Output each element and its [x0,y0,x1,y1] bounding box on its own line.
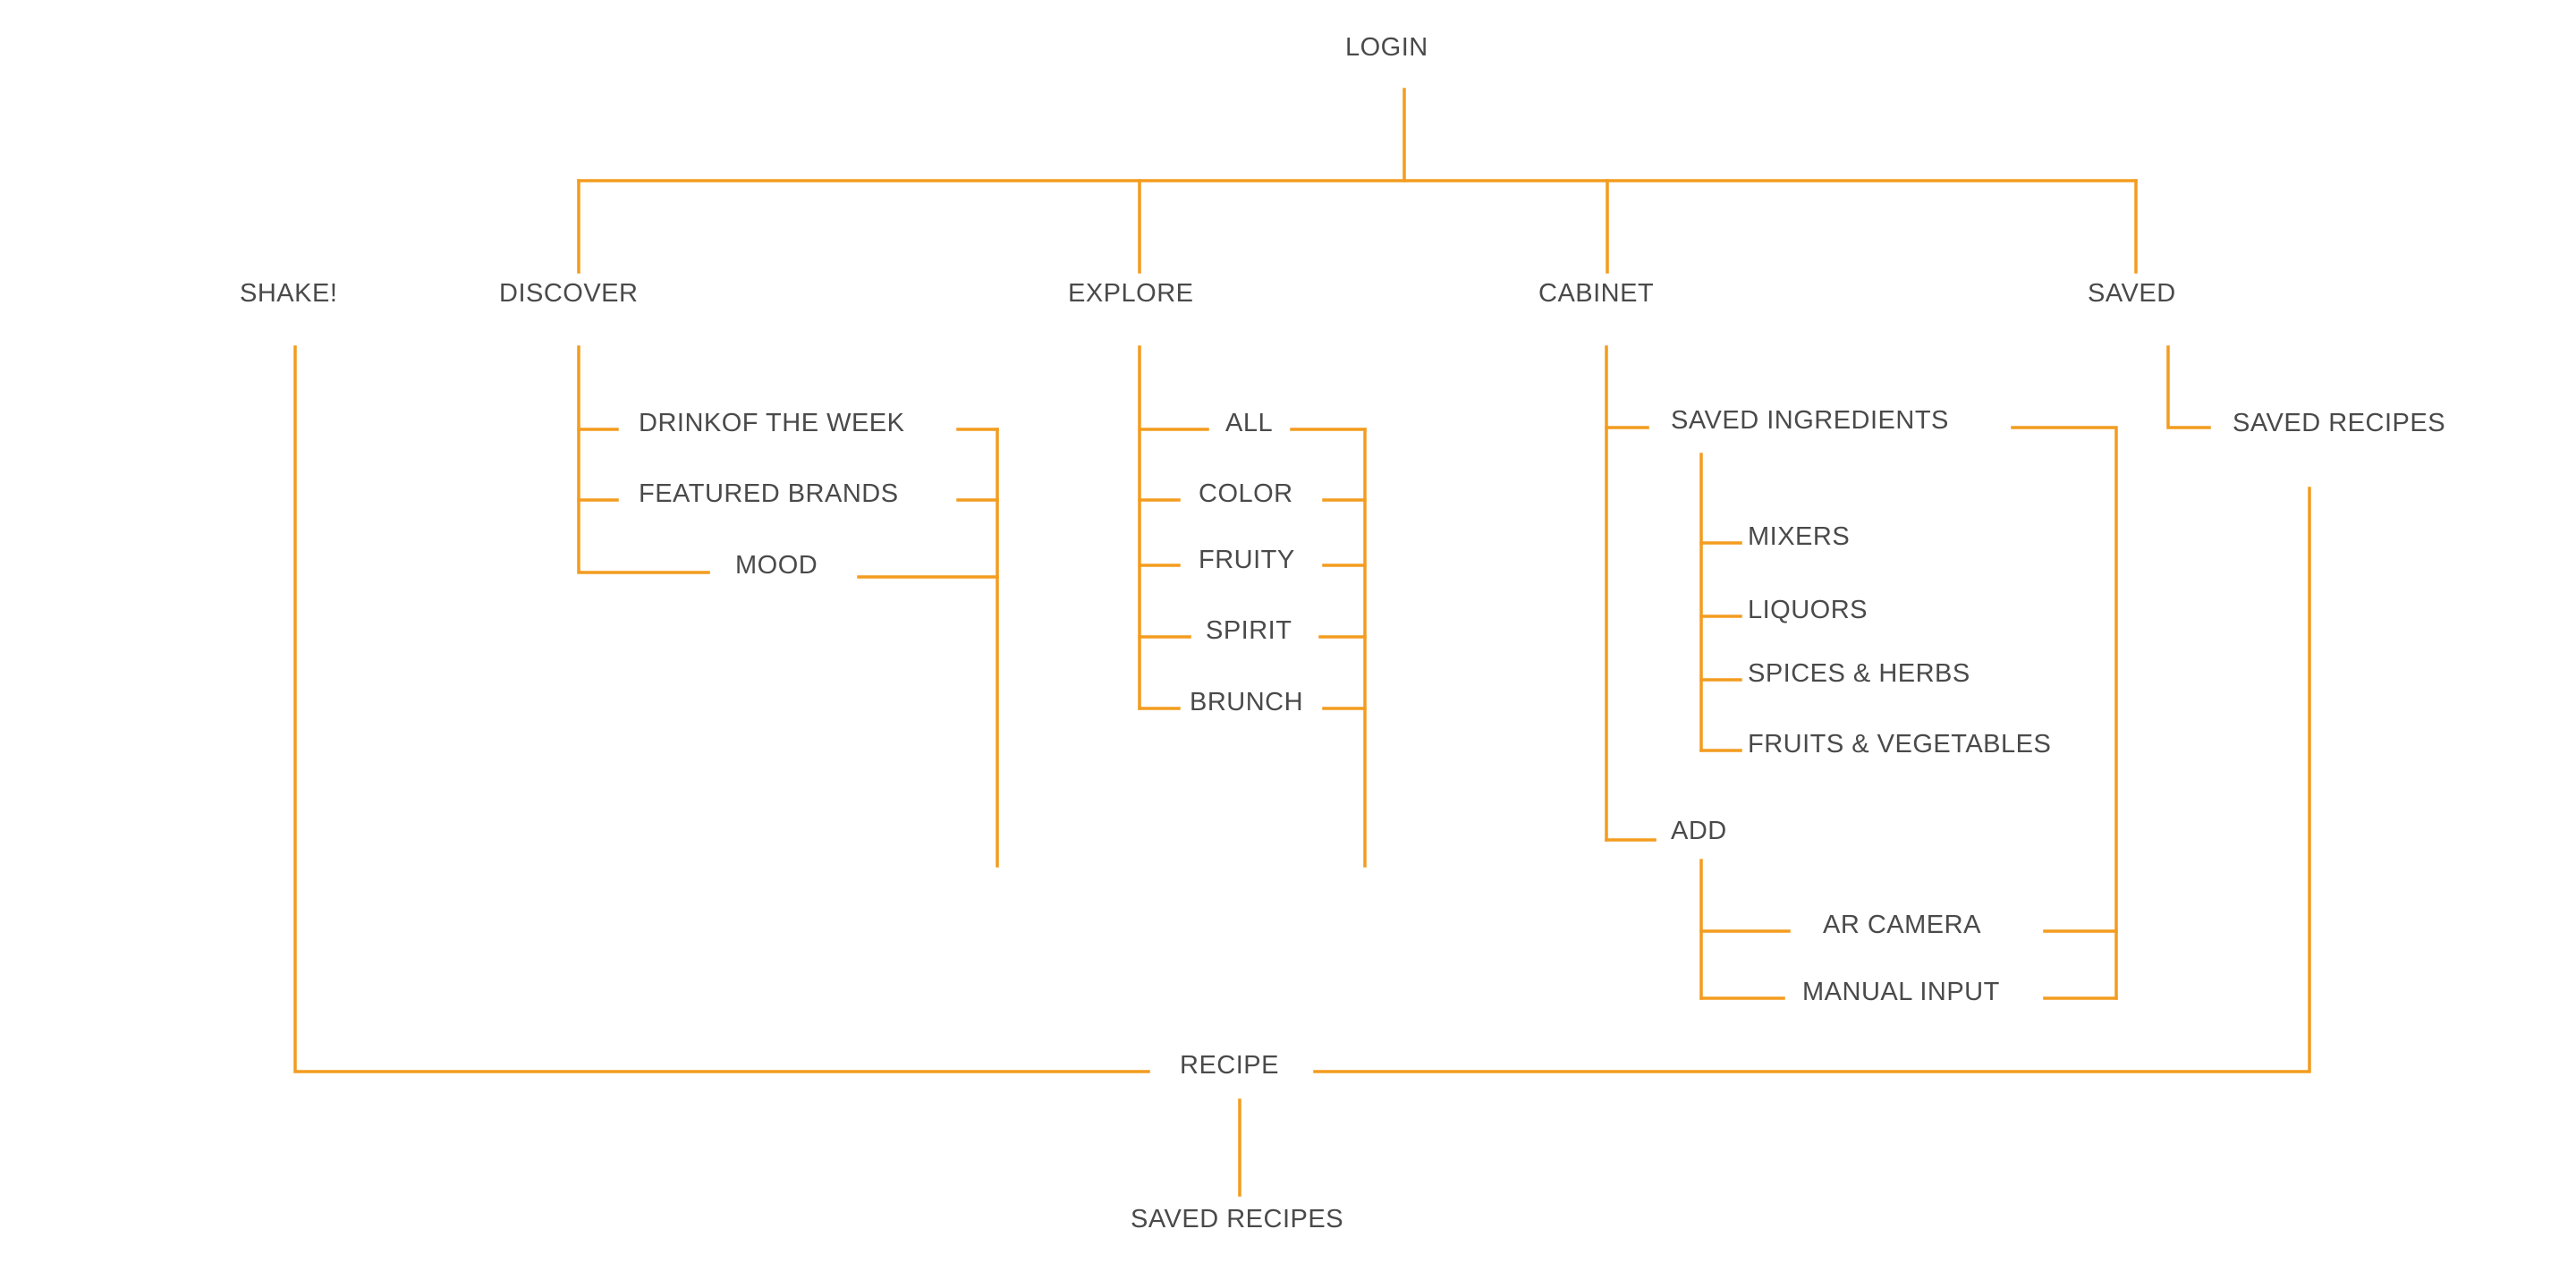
node-recipe: RECIPE [1180,1051,1279,1080]
node-drink-of-the-week: DRINKOF THE WEEK [639,409,905,437]
node-manual-input: MANUAL INPUT [1802,978,2000,1006]
node-liquors: LIQUORS [1748,596,1868,624]
connector-shake-drop [293,345,1150,1073]
node-spirit: SPIRIT [1206,616,1292,645]
connector-cabinet-right-bus [2011,426,2118,1000]
node-explore: EXPLORE [1068,279,1194,308]
node-spices-herbs: SPICES & HERBS [1748,659,1970,688]
connectors [293,88,2311,1197]
node-fruits-vegetables: FRUITS & VEGETABLES [1748,730,2051,759]
node-mixers: MIXERS [1748,522,1850,551]
node-saved: SAVED [2088,279,2176,308]
node-discover: DISCOVER [499,279,638,308]
node-ar-camera: AR CAMERA [1823,911,1981,939]
node-labels: LOGIN SHAKE! DISCOVER EXPLORE CABINET SA… [240,33,2445,1233]
node-all: ALL [1225,409,1273,437]
node-cabinet: CABINET [1538,279,1654,308]
node-brunch: BRUNCH [1190,688,1303,716]
node-saved-recipes-top: SAVED RECIPES [2233,409,2445,437]
node-add: ADD [1671,817,1727,845]
node-featured-brands: FEATURED BRANDS [639,479,899,508]
connector-saved-spine [2166,345,2211,429]
node-saved-ingredients: SAVED INGREDIENTS [1671,406,1949,435]
node-login: LOGIN [1345,33,1428,62]
connector-discover-spine [577,345,710,574]
node-mood: MOOD [735,551,818,580]
node-color: COLOR [1199,479,1293,508]
connector-saved-recipes-drop [1313,487,2311,1073]
node-fruity: FRUITY [1199,546,1295,574]
node-shake: SHAKE! [240,279,337,308]
node-saved-recipes-bottom: SAVED RECIPES [1131,1205,1343,1233]
